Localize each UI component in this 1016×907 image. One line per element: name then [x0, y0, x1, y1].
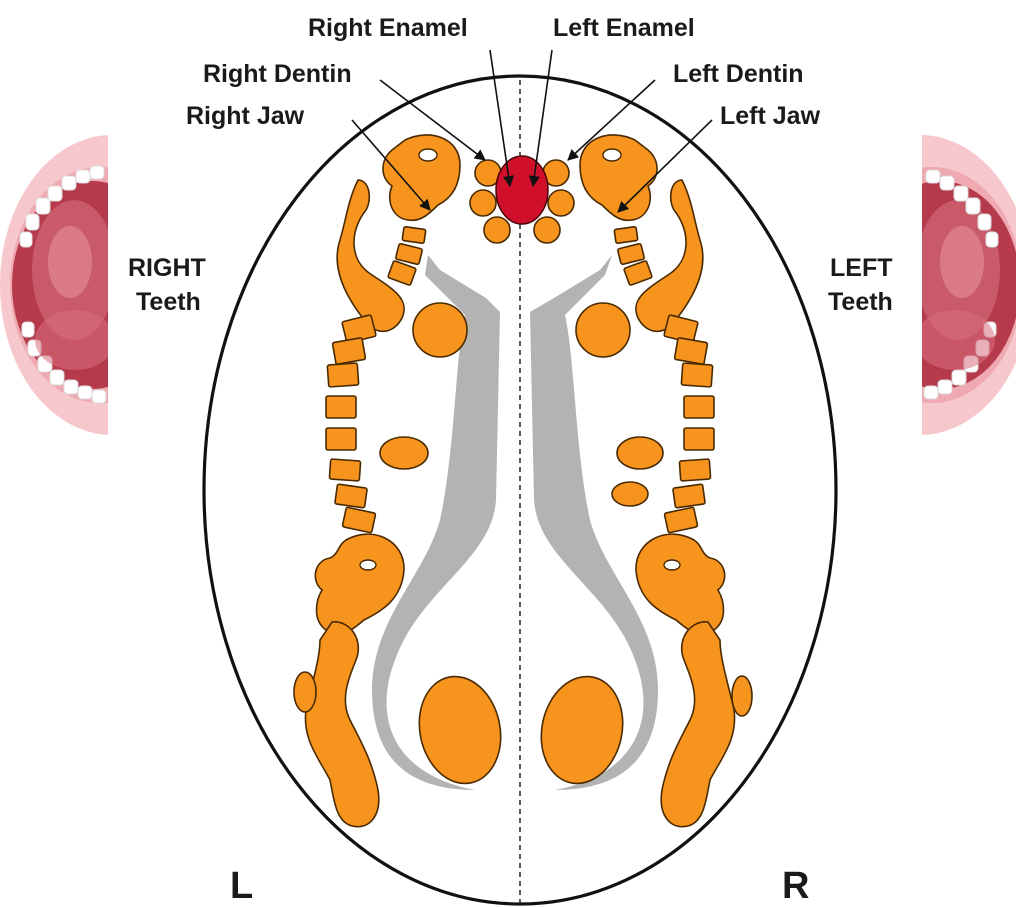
label-right-teeth-line2: Teeth — [136, 288, 201, 316]
left-upper-organ — [413, 303, 467, 357]
label-side-l: L — [230, 865, 253, 907]
label-right-enamel: Right Enamel — [308, 14, 468, 42]
right-open-mouth-icon — [808, 135, 1016, 435]
right-mid-organ — [617, 437, 663, 469]
label-left-dentin: Left Dentin — [673, 60, 804, 88]
label-left-teeth-line1: LEFT — [830, 254, 893, 282]
label-left-enamel: Left Enamel — [553, 14, 695, 42]
label-right-jaw: Right Jaw — [186, 102, 305, 130]
left-open-mouth-icon — [0, 135, 224, 435]
label-right-dentin: Right Dentin — [203, 60, 352, 88]
label-side-r: R — [782, 865, 809, 907]
center-red-marker — [496, 156, 548, 224]
label-right-teeth-line1: RIGHT — [128, 254, 206, 282]
left-mid-organ — [380, 437, 428, 469]
right-upper-organ — [576, 303, 630, 357]
label-left-jaw: Left Jaw — [720, 102, 821, 130]
label-left-teeth-line2: Teeth — [828, 288, 893, 316]
right-mid-organ-lower — [612, 482, 648, 506]
